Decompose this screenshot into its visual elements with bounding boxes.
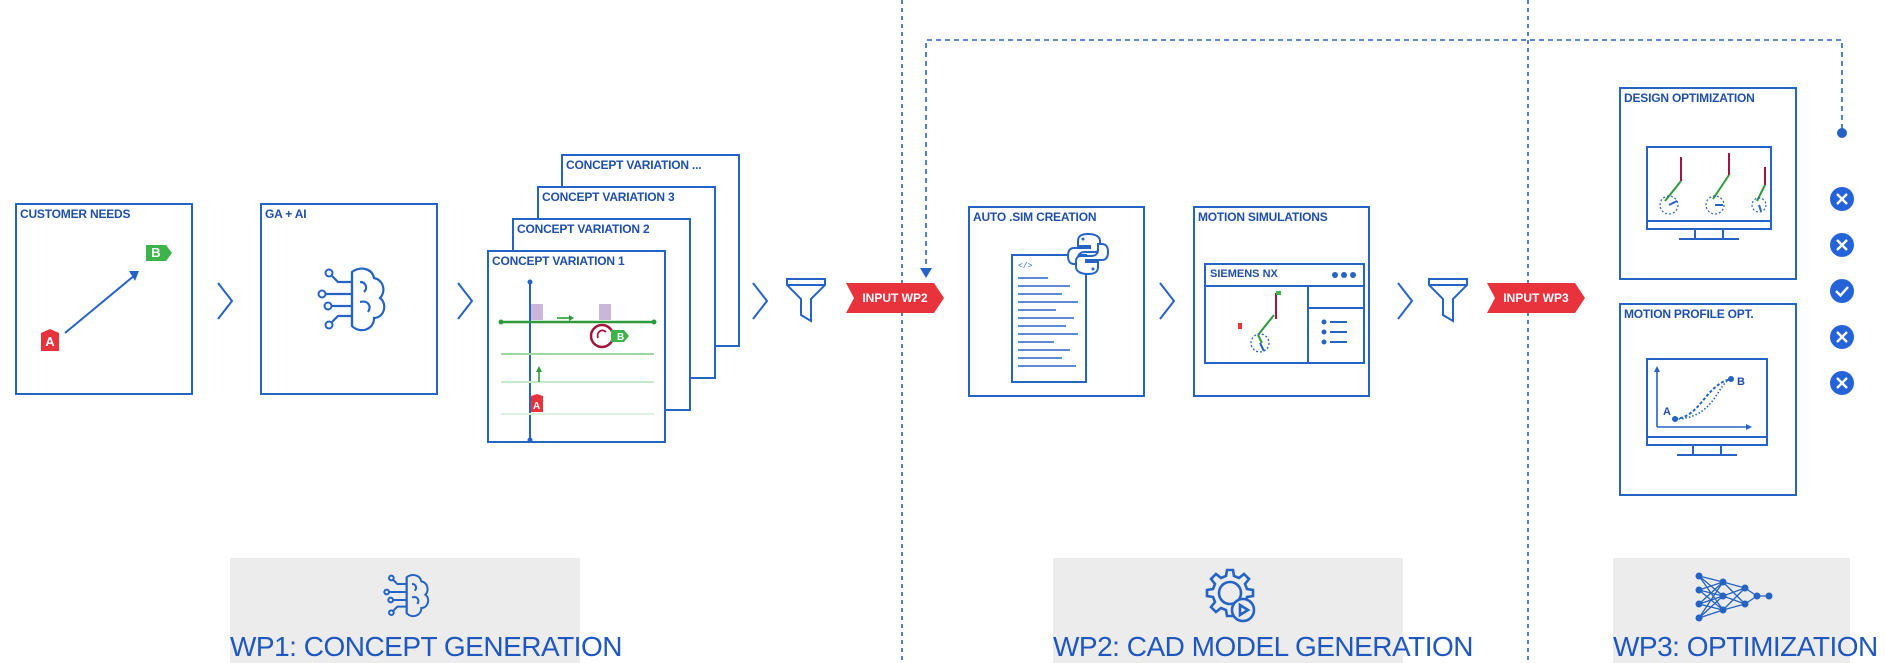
- a-to-b-arrow-icon: [64, 271, 139, 334]
- concept-variation-title-2: CONCEPT VARIATION 2: [517, 222, 650, 236]
- customer-needs-title: CUSTOMER NEEDS: [20, 207, 131, 221]
- input-wp2-badge: INPUT WP2: [846, 283, 944, 313]
- code-document-icon: </>: [1011, 254, 1087, 383]
- auto-sim-title: AUTO .SIM CREATION: [973, 210, 1097, 224]
- result-rejected-icon: [1830, 233, 1854, 257]
- siemens-nx-label: SIEMENS NX: [1210, 268, 1278, 280]
- funnel-icon: [1428, 278, 1468, 323]
- feedback-loop-line: [925, 39, 1843, 272]
- chevron-right-icon: [457, 282, 474, 320]
- funnel-icon: [786, 278, 826, 323]
- svg-text:</>: </>: [1018, 262, 1033, 271]
- siemens-nx-sidepanel: [1307, 285, 1363, 362]
- chevron-right-icon: [1397, 282, 1414, 320]
- svg-text:A: A: [533, 401, 540, 412]
- ga-ai-card: GA + AI: [260, 203, 438, 395]
- design-optimization-card: DESIGN OPTIMIZATION: [1619, 87, 1797, 280]
- input-wp3-badge: INPUT WP3: [1487, 283, 1585, 313]
- wp3-panel-label: WP3: OPTIMIZATION: [1613, 631, 1878, 662]
- wp2-panel: WP2: CAD MODEL GENERATION: [1053, 558, 1474, 663]
- point-a-marker: A: [41, 329, 59, 351]
- monitor-icon: [1646, 146, 1772, 240]
- concept-variation-title-1: CONCEPT VARIATION 1: [492, 254, 625, 268]
- motion-simulations-card: MOTION SIMULATIONS SIEMENS NX: [1193, 206, 1370, 397]
- siemens-nx-window: SIEMENS NX: [1204, 263, 1365, 364]
- concept-layout-sketch: B A: [498, 279, 657, 443]
- chevron-right-icon: [752, 282, 769, 320]
- auto-sim-card: AUTO .SIM CREATION </>: [968, 206, 1145, 397]
- result-accepted-icon: [1830, 279, 1854, 303]
- wp1-panel-label: WP1: CONCEPT GENERATION: [230, 631, 622, 662]
- customer-needs-card: CUSTOMER NEEDS A B: [15, 203, 193, 395]
- svg-text:B: B: [617, 332, 624, 343]
- motion-simulations-title: MOTION SIMULATIONS: [1198, 210, 1328, 224]
- chevron-right-icon: [217, 282, 234, 320]
- siemens-nx-titlebar: SIEMENS NX: [1206, 265, 1363, 287]
- neural-network-icon: [1695, 572, 1773, 622]
- monitor-graph-icon: A B: [1646, 358, 1768, 456]
- chevron-right-icon: [1159, 282, 1176, 320]
- brain-icon: [383, 574, 430, 618]
- concept-variation-title-3: CONCEPT VARIATION 3: [542, 190, 675, 204]
- feedback-loop-dot: [1837, 128, 1847, 138]
- concept-variation-title-4: CONCEPT VARIATION ...: [566, 158, 702, 172]
- brain-icon: [317, 267, 386, 332]
- point-b-marker: B: [146, 245, 172, 261]
- wp1-panel: WP1: CONCEPT GENERATION: [230, 558, 622, 663]
- design-optimization-title: DESIGN OPTIMIZATION: [1624, 91, 1755, 105]
- concept-variation-card-1: CONCEPT VARIATION 1 B A: [487, 250, 666, 443]
- input-wp3-label: INPUT WP3: [1503, 291, 1569, 305]
- result-rejected-icon: [1830, 325, 1854, 349]
- input-wp2-label: INPUT WP2: [862, 291, 928, 305]
- more-dots-icon: [1332, 272, 1356, 278]
- mechanism-sketch-icon: [1238, 291, 1281, 353]
- python-icon: [1066, 232, 1110, 276]
- motion-profile-title: MOTION PROFILE OPT.: [1624, 307, 1754, 321]
- list-icon: [1321, 319, 1347, 345]
- wp3-panel: WP3: OPTIMIZATION: [1613, 558, 1878, 663]
- motion-profile-card: MOTION PROFILE OPT. A B: [1619, 303, 1797, 496]
- gear-play-icon: [1205, 568, 1256, 623]
- svg-text:A: A: [1663, 406, 1671, 418]
- ga-ai-title: GA + AI: [265, 207, 307, 221]
- result-rejected-icon: [1830, 187, 1854, 211]
- svg-text:B: B: [1737, 376, 1745, 388]
- result-rejected-icon: [1830, 371, 1854, 395]
- wp2-panel-label: WP2: CAD MODEL GENERATION: [1053, 631, 1474, 662]
- feedback-loop-arrowhead: [920, 268, 932, 278]
